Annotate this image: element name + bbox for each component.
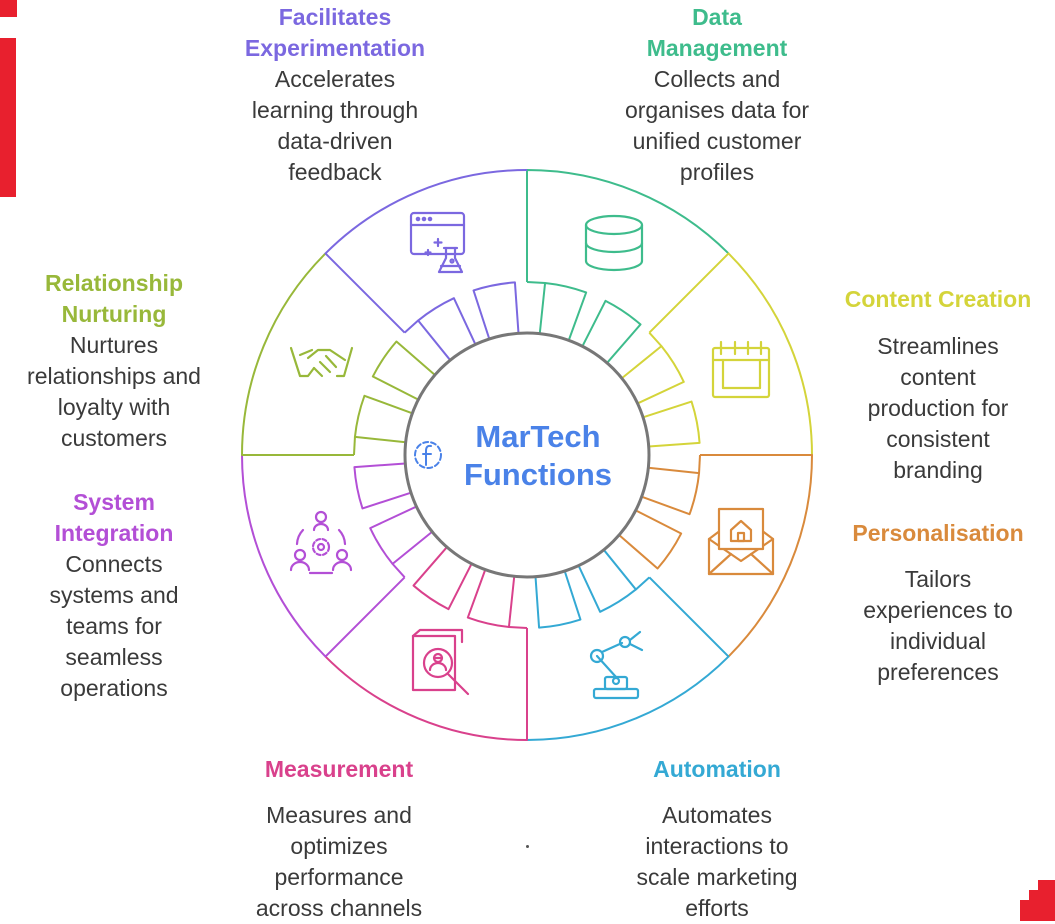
title-line2: Experimentation xyxy=(244,35,426,61)
desc-line: content xyxy=(900,364,976,390)
desc-line: individual xyxy=(890,628,986,654)
center-circle xyxy=(403,331,651,579)
sector-system-integration xyxy=(241,454,433,658)
desc-line: scale marketing xyxy=(636,864,798,890)
desc-line: Accelerates xyxy=(274,66,396,92)
desc-line: across channels xyxy=(255,895,423,921)
label-automation: Automation Automates interactions to sca… xyxy=(600,754,834,924)
center-title-line2: Functions xyxy=(463,457,613,492)
desc-line: efforts xyxy=(685,895,749,921)
label-experimentation: Facilitates Experimentation Accelerates … xyxy=(217,2,453,188)
sector-content-creation xyxy=(621,252,813,456)
desc-line: loyalty with xyxy=(57,394,171,420)
desc-line: performance xyxy=(274,864,404,890)
title-line2: Integration xyxy=(54,520,174,546)
desc-line: teams for xyxy=(66,613,162,639)
title-line2: Management xyxy=(646,35,788,61)
title-line2: Nurturing xyxy=(61,301,167,327)
sector-relationship xyxy=(241,252,436,456)
label-relationship: Relationship Nurturing Nurtures relation… xyxy=(6,268,222,454)
center-title: MarTech Functions xyxy=(458,418,618,494)
desc-line: feedback xyxy=(288,159,382,185)
desc-line: learning through xyxy=(251,97,419,123)
sector-experimentation xyxy=(324,169,528,361)
database-icon xyxy=(584,214,644,272)
label-measurement: Measurement Measures and optimizes perfo… xyxy=(222,754,456,924)
desc-line: Measures and xyxy=(266,802,412,828)
title-line1: Data xyxy=(692,4,742,30)
corner-step-logo xyxy=(1020,880,1055,921)
desc-line: optimizes xyxy=(290,833,388,859)
analysis-icon xyxy=(411,628,470,696)
desc-line: preferences xyxy=(877,659,999,685)
f-gear-icon xyxy=(414,441,442,469)
title-line1: Relationship xyxy=(44,270,183,296)
desc-line: Streamlines xyxy=(877,333,999,359)
center-title-line1: MarTech xyxy=(475,419,601,454)
desc-line: experiences to xyxy=(863,597,1013,623)
label-data-management: Data Management Collects and organises d… xyxy=(597,2,837,188)
desc-line: data-driven xyxy=(277,128,393,154)
desc-line: production for xyxy=(867,395,1009,421)
label-system-integration: System Integration Connects systems and … xyxy=(14,487,214,704)
desc-line: seamless xyxy=(65,644,163,670)
left-accent-bar xyxy=(0,38,16,197)
mail-home-icon xyxy=(707,507,775,576)
desc-line: Collects and xyxy=(653,66,781,92)
title-line1: Personalisation xyxy=(852,520,1024,546)
desc-line: interactions to xyxy=(645,833,789,859)
title-line1: Automation xyxy=(653,756,781,782)
sector-personalisation xyxy=(618,454,813,658)
handshake-icon xyxy=(289,346,354,378)
desc-line: Nurtures xyxy=(69,332,159,358)
desc-line: profiles xyxy=(679,159,755,185)
desc-line: Automates xyxy=(662,802,772,828)
desc-line: systems and xyxy=(49,582,179,608)
desc-line: organises data for xyxy=(624,97,810,123)
title-line1: System xyxy=(73,489,155,515)
stray-dot xyxy=(526,845,529,848)
desc-line: Tailors xyxy=(904,566,972,592)
sector-data-management xyxy=(526,169,730,364)
desc-line: Connects xyxy=(65,551,163,577)
label-content-creation: Content Creation Streamlines content pro… xyxy=(826,284,1050,486)
desc-line: consistent xyxy=(886,426,990,452)
title-line1: Content Creation xyxy=(844,286,1032,312)
title-line1: Measurement xyxy=(264,756,414,782)
team-gear-icon xyxy=(289,510,353,575)
label-personalisation: Personalisation Tailors experiences to i… xyxy=(832,518,1044,688)
sector-measurement xyxy=(324,546,528,741)
top-left-accent-small xyxy=(0,0,17,17)
calendar-icon xyxy=(711,340,771,399)
desc-line: unified customer xyxy=(632,128,802,154)
experiment-icon xyxy=(409,211,466,274)
sector-automation xyxy=(526,549,730,741)
robot-arm-icon xyxy=(589,630,644,700)
desc-line: operations xyxy=(60,675,168,701)
desc-line: customers xyxy=(60,425,168,451)
title-line1: Facilitates xyxy=(278,4,392,30)
desc-line: relationships and xyxy=(27,363,201,389)
desc-line: branding xyxy=(893,457,983,483)
